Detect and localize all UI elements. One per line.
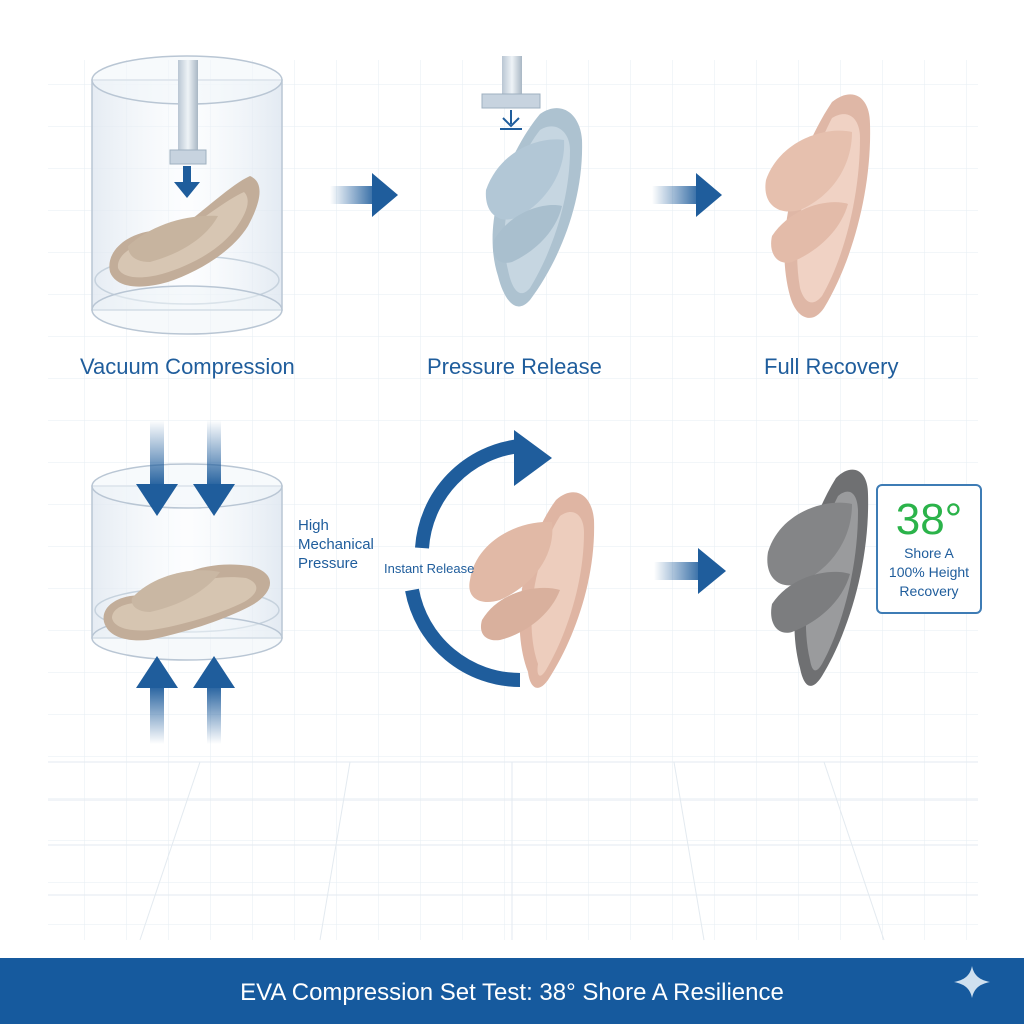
up-arrow-icon: [193, 656, 235, 744]
slipper-compressed-beige: [109, 176, 260, 287]
footer-title: EVA Compression Set Test: 38° Shore A Re…: [240, 979, 784, 1006]
up-arrow-icon: [136, 656, 178, 744]
hardness-value: 38°: [895, 495, 963, 544]
hardness-spec-box: 38° Shore A 100% Height Recovery: [876, 484, 982, 614]
recovery-line-1: 100% Height: [888, 564, 970, 580]
down-arrow-icon: [136, 420, 178, 516]
press-rod: [169, 60, 207, 165]
slipper-light-blue: [485, 108, 583, 307]
down-arrow-icon: [193, 420, 235, 516]
floor-perspective-grid: [48, 761, 978, 941]
label-full-recovery: Full Recovery: [764, 354, 899, 379]
label-high-mechanical-pressure: High Mechanical Pressure: [298, 517, 374, 572]
label-instant-release: Instant Release: [384, 561, 475, 576]
release-rod: [481, 56, 541, 109]
slipper-pink-rebounding: [469, 492, 595, 688]
down-arrow-icon: [500, 110, 522, 130]
slipper-gray-recovered: [767, 469, 869, 686]
right-arrow-icon: [654, 548, 726, 594]
circular-arrow-icon: [405, 430, 552, 687]
down-arrow-icon: [174, 166, 200, 198]
slipper-pink-recovered: [765, 94, 871, 318]
hardness-scale: Shore A: [904, 545, 954, 561]
footer-banner: EVA Compression Set Test: 38° Shore A Re…: [0, 958, 1024, 1024]
right-arrow-icon: [330, 173, 398, 217]
slipper-pressed-beige: [103, 564, 271, 641]
recovery-line-2: Recovery: [899, 583, 959, 599]
label-pressure-release: Pressure Release: [427, 354, 602, 379]
label-vacuum-compression: Vacuum Compression: [80, 354, 295, 379]
right-arrow-icon: [652, 173, 722, 217]
sparkle-icon: [954, 966, 990, 998]
